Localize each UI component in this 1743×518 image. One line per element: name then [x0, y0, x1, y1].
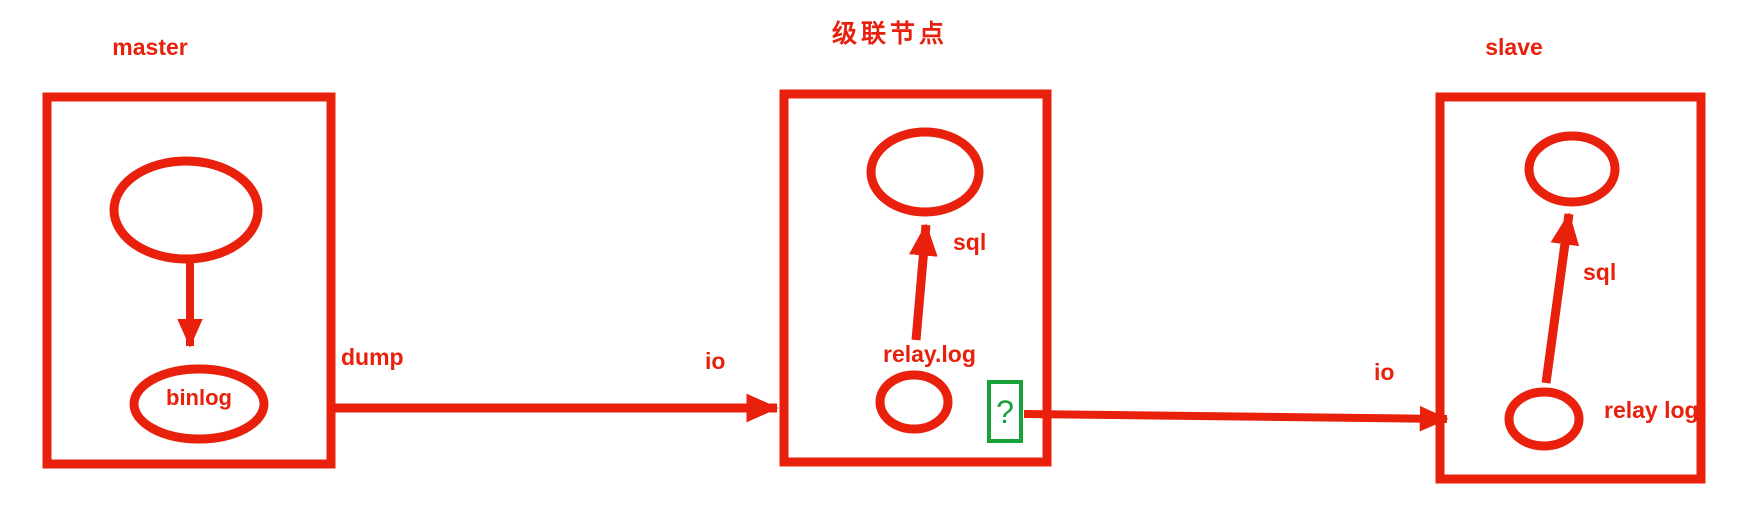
- master-box: [42, 92, 336, 469]
- slave-io-label: io: [1374, 359, 1395, 385]
- cascade-relay-to-sql-arrow: [909, 223, 938, 341]
- slave-sql-label: sql: [1583, 259, 1617, 285]
- slave-title: slave: [1485, 34, 1543, 60]
- cascade-relay-ellipse: [875, 370, 953, 434]
- cascade-relay-label: relay.log: [883, 341, 976, 367]
- master-title: master: [112, 34, 188, 60]
- unknown-question-box: ?: [987, 380, 1023, 443]
- dump-label: dump: [341, 344, 404, 370]
- slave-relay-to-sql-arrow: [1541, 212, 1580, 384]
- question-mark-label: ?: [996, 393, 1014, 430]
- cascade-sql-label: sql: [953, 229, 987, 255]
- master-binlog-ellipse: [129, 364, 269, 444]
- master-server-ellipse: [109, 156, 263, 264]
- slave-relay-ellipse: [1504, 387, 1584, 451]
- slave-box: [1435, 92, 1706, 484]
- slave-relay-label: relay log: [1604, 397, 1699, 423]
- cascade-io-label: io: [705, 348, 726, 374]
- cascade-title: 级联节点: [831, 19, 948, 48]
- cascade-sql-ellipse: [866, 127, 984, 217]
- cascade-box: [779, 89, 1052, 467]
- slave-sql-ellipse: [1524, 131, 1620, 207]
- binlog-label: binlog: [166, 385, 232, 410]
- cascade-to-slave-io-arrow: [1023, 405, 1449, 432]
